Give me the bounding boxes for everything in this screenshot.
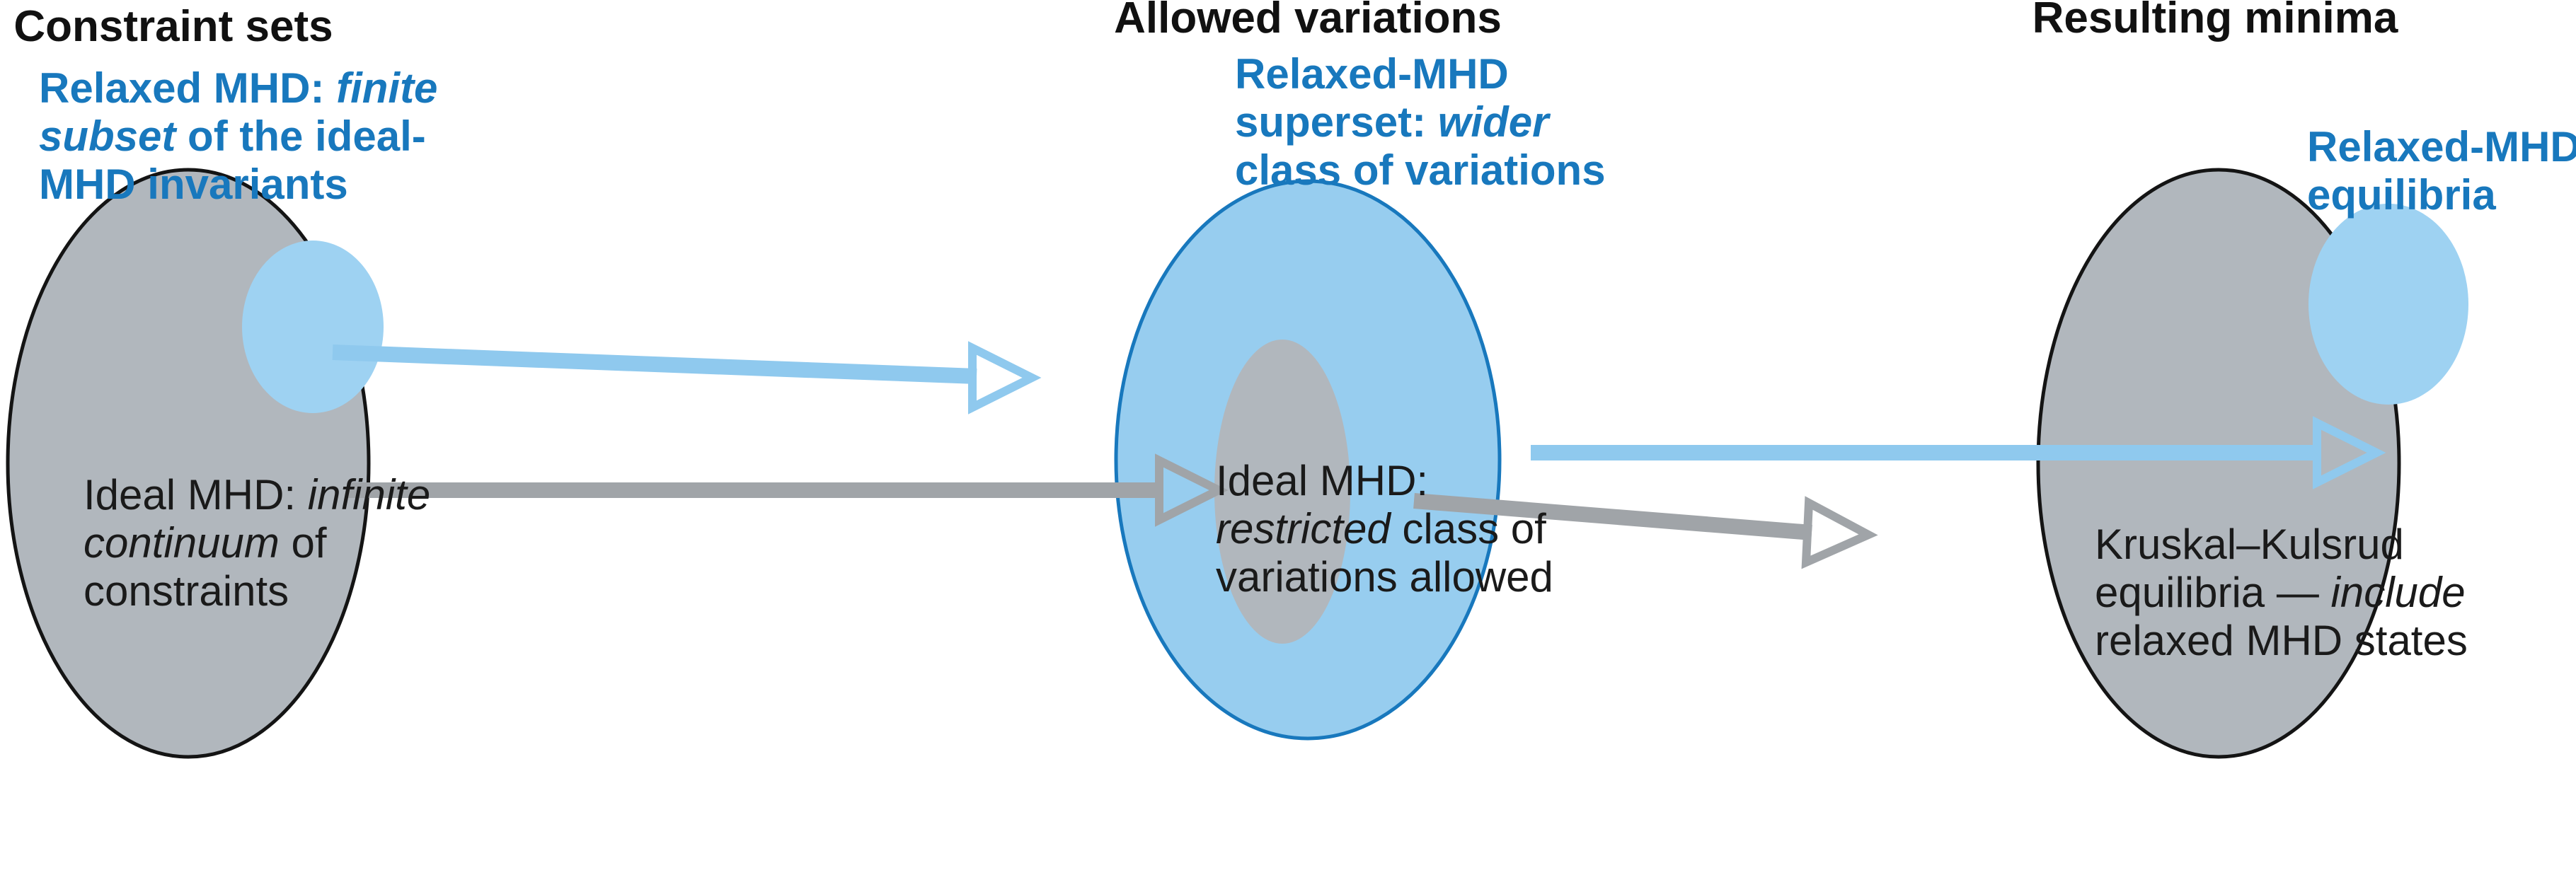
text-line: subset of the ideal-: [39, 112, 426, 160]
heading-constraint-sets: Constraint sets: [13, 2, 333, 51]
allowed-variations-dark-label: Ideal MHD:restricted class ofvariations …: [1216, 457, 1553, 601]
text-run: relaxed MHD states: [2095, 617, 2468, 664]
emphasis-run: subset: [39, 112, 178, 160]
text-run: Ideal MHD:: [84, 471, 308, 518]
text-line: variations allowed: [1216, 553, 1553, 601]
resulting-minima-inner: [2308, 204, 2468, 405]
headings-layer: Constraint sets Allowed variations Resul…: [13, 0, 2398, 51]
text-line: Ideal MHD: infinite: [84, 471, 430, 518]
emphasis-run: wider: [1438, 98, 1551, 146]
text-line: constraints: [84, 567, 289, 615]
text-line: Relaxed-MHD: [1235, 50, 1509, 98]
text-line: equilibria: [2307, 171, 2496, 219]
text-run: class of: [1391, 505, 1546, 552]
emphasis-run: restricted: [1216, 505, 1391, 552]
text-run: variations allowed: [1216, 553, 1553, 601]
text-run: constraints: [84, 567, 289, 615]
text-run: Relaxed-MHD: [1235, 50, 1509, 98]
text-line: equilibria — include: [2095, 569, 2466, 616]
text-line: Relaxed-MHD: [2307, 123, 2576, 170]
arrows-layer: [332, 341, 2386, 569]
heading-allowed-variations: Allowed variations: [1114, 0, 1502, 42]
arrow-ideal-middle-to-right: [1413, 493, 1878, 569]
text-run: MHD invariants: [39, 161, 348, 208]
emphasis-run: continuum: [84, 519, 280, 567]
text-run: Relaxed MHD:: [39, 64, 336, 112]
text-run: equilibria: [2307, 171, 2496, 219]
constraint-sets-inner: [242, 241, 384, 413]
text-run: equilibria —: [2095, 569, 2331, 616]
text-line: class of variations: [1235, 146, 1606, 194]
text-run: Relaxed-MHD: [2307, 123, 2576, 170]
text-line: continuum of: [84, 519, 327, 567]
arrow-ideal-left-to-middle: [347, 453, 1229, 527]
emphasis-run: infinite: [308, 471, 430, 518]
text-line: restricted class of: [1216, 505, 1546, 552]
heading-resulting-minima: Resulting minima: [2032, 0, 2398, 42]
text-line: relaxed MHD states: [2095, 617, 2468, 664]
text-line: superset: wider: [1235, 98, 1551, 146]
emphasis-run: include: [2331, 569, 2466, 616]
text-line: Kruskal–Kulsrud: [2095, 521, 2404, 568]
text-run: superset:: [1235, 98, 1438, 146]
text-run: Kruskal–Kulsrud: [2095, 521, 2404, 568]
resulting-minima-outer: [2036, 168, 2401, 759]
text-line: Relaxed MHD: finite: [39, 64, 437, 112]
emphasis-run: finite: [336, 64, 437, 112]
text-run: Ideal MHD:: [1216, 457, 1428, 504]
text-run: of the ideal-: [176, 112, 425, 160]
shapes-layer: [6, 168, 2468, 759]
arrow-relaxed-left-to-middle: [332, 341, 1042, 415]
text-run: of: [280, 519, 327, 567]
allowed-variations-inner: [1214, 340, 1350, 644]
text-run: class of variations: [1235, 146, 1606, 194]
text-line: Ideal MHD:: [1216, 457, 1428, 504]
text-line: MHD invariants: [39, 161, 348, 208]
arrow-relaxed-middle-to-right: [1531, 416, 2386, 489]
